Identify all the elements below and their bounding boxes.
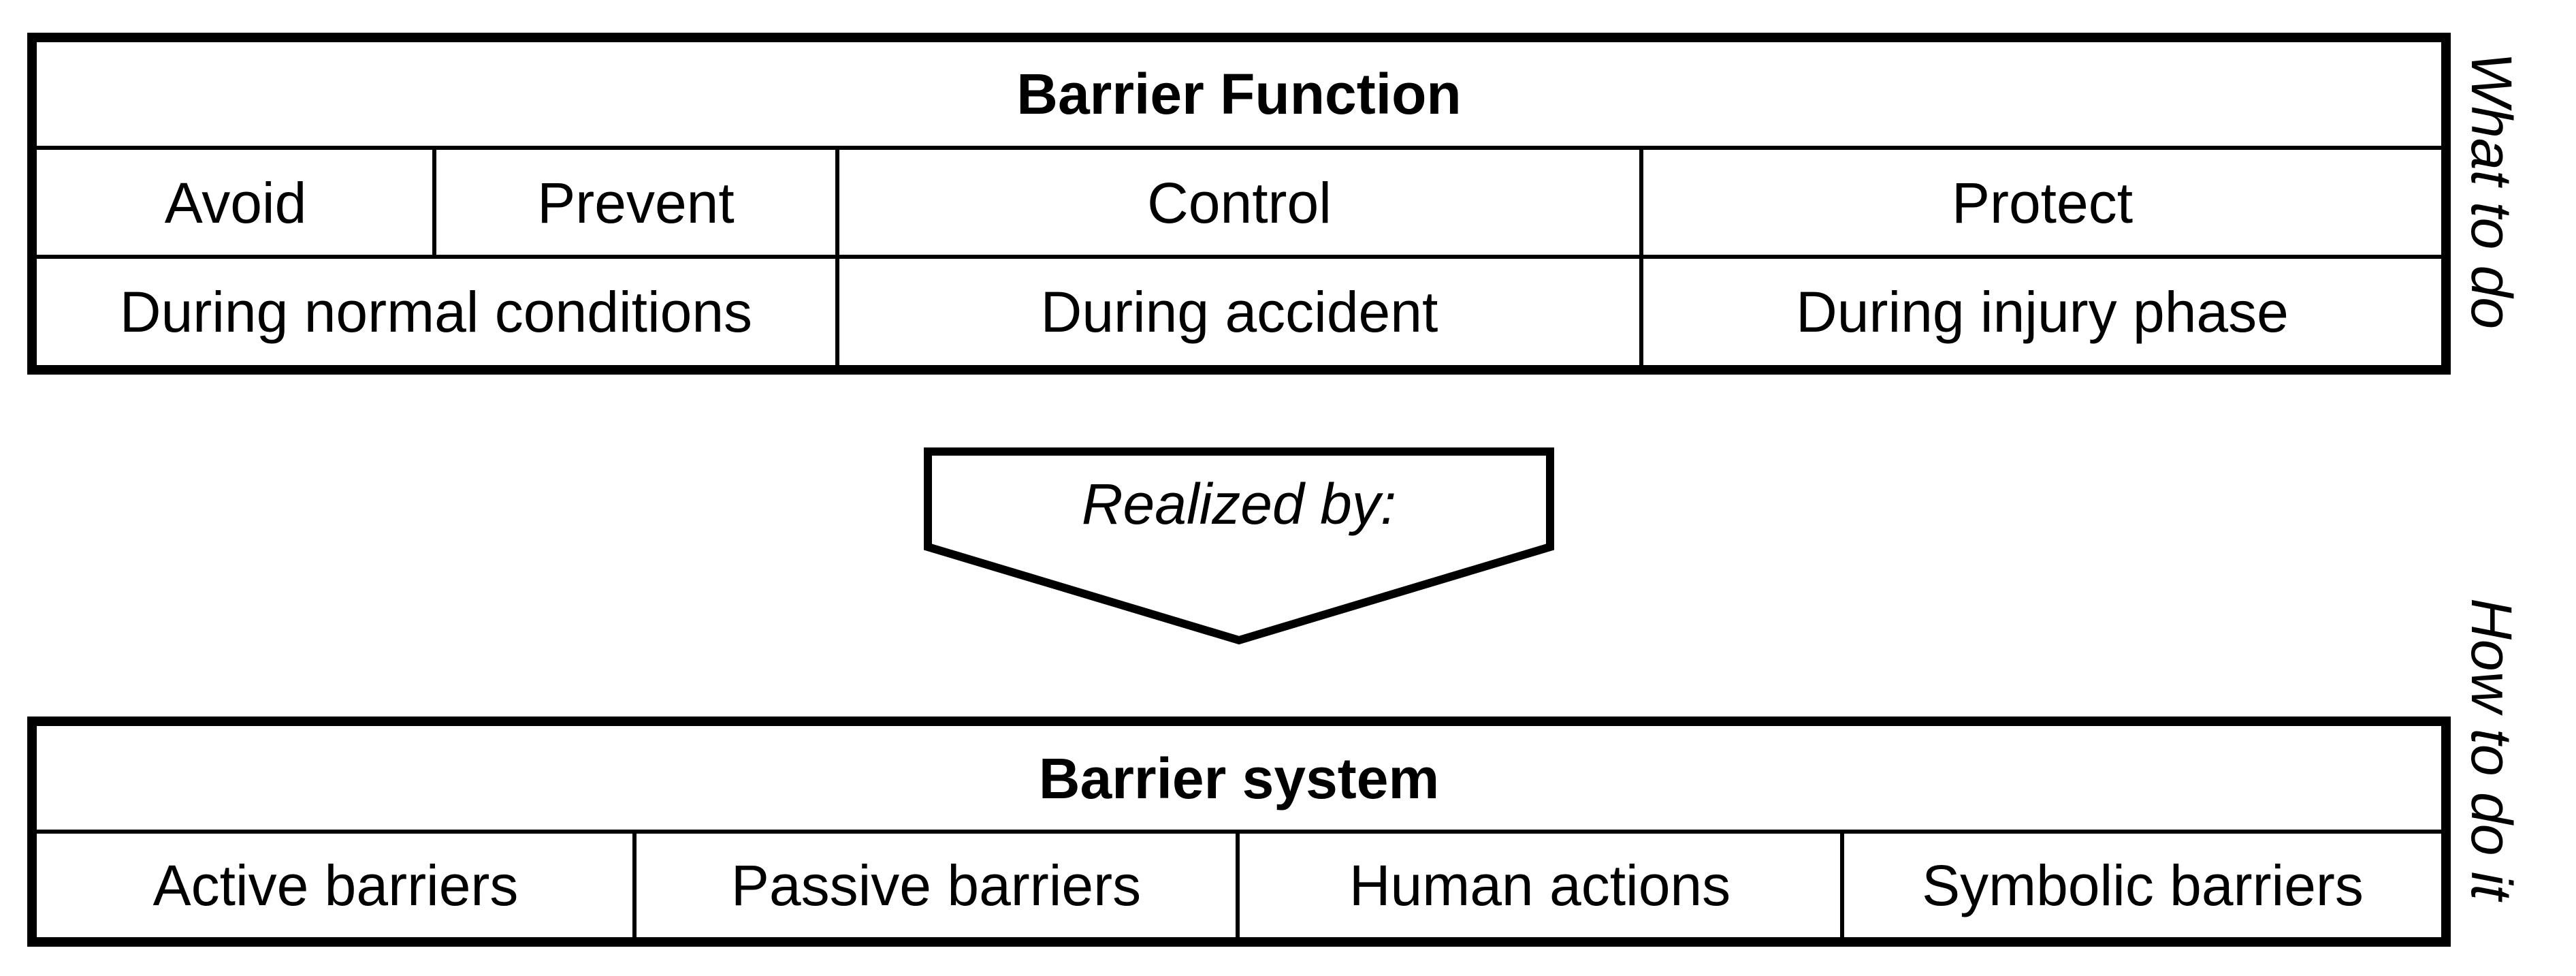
- system-divider-1: [632, 830, 637, 937]
- phase-normal-conditions: During normal conditions: [119, 279, 753, 344]
- system-symbolic-barriers: Symbolic barriers: [1922, 853, 2364, 917]
- barrier-system-title: Barrier system: [1038, 746, 1440, 810]
- realized-by-arrow: [924, 447, 1554, 645]
- system-passive-barriers: Passive barriers: [730, 853, 1142, 917]
- how-to-do-it-label: How to do it: [2460, 598, 2524, 900]
- function-control: Control: [1147, 171, 1332, 235]
- barrier-function-title: Barrier Function: [1016, 61, 1462, 126]
- system-divider-2: [1236, 830, 1240, 937]
- system-human-actions: Human actions: [1349, 853, 1731, 917]
- phase-injury: During injury phase: [1796, 279, 2289, 344]
- phase-divider: [37, 255, 2441, 259]
- what-to-do-label: What to do: [2460, 52, 2524, 330]
- realized-by-label: Realized by:: [1081, 471, 1397, 536]
- function-divider-1: [432, 146, 436, 257]
- phase-accident: During accident: [1040, 279, 1438, 344]
- barrier-function-table: [27, 33, 2451, 375]
- function-protect: Protect: [1951, 171, 2134, 235]
- function-prevent: Prevent: [537, 171, 735, 235]
- function-avoid: Avoid: [164, 171, 307, 235]
- system-active-barriers: Active barriers: [152, 853, 519, 917]
- function-header-divider: [37, 146, 2441, 150]
- system-divider-3: [1840, 830, 1844, 937]
